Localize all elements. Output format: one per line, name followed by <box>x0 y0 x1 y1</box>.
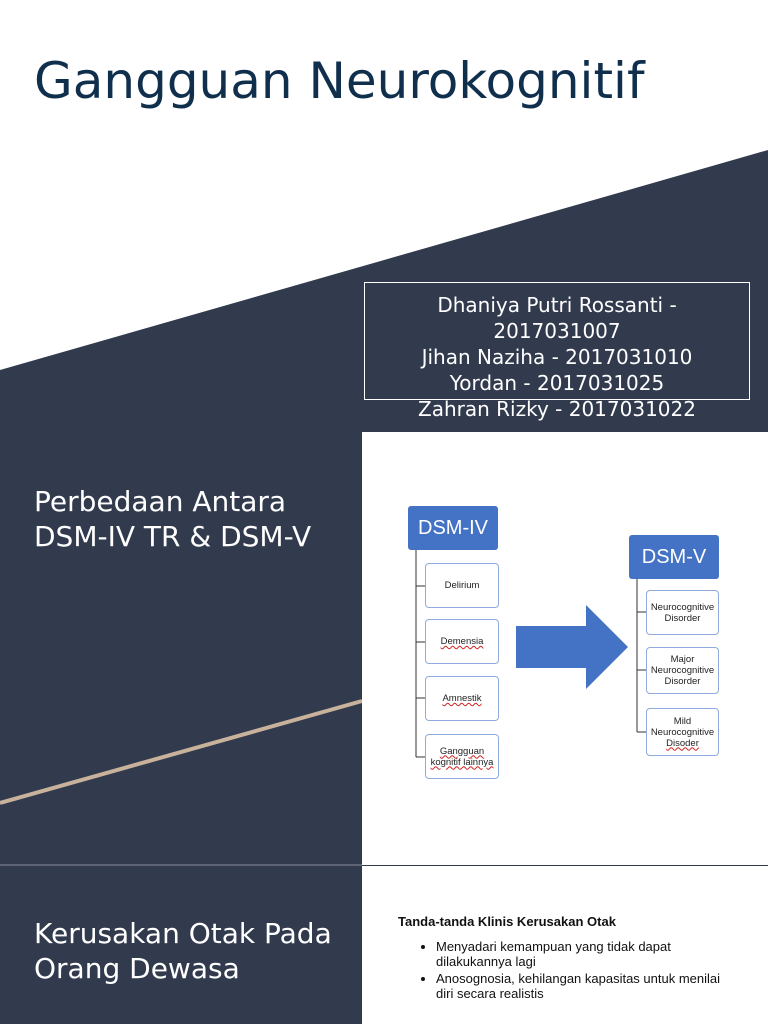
clinical-signs: Tanda-tanda Klinis Kerusakan Otak Menyad… <box>398 914 728 1003</box>
dsm-v-item: Mild Neurocognitive Disoder <box>646 708 719 756</box>
authors-box: Dhaniya Putri Rossanti - 2017031007 Jiha… <box>364 282 750 421</box>
dsm-v-item: Major Neurocognitive Disorder <box>646 647 719 694</box>
dsm-iv-item: Gangguan kognitif lainnya <box>425 734 499 779</box>
dsm-v-header: DSM-V <box>629 535 719 579</box>
list-item: Anosognosia, kehilangan kapasitas untuk … <box>436 971 728 1001</box>
slide-title: Gangguan Neurokognitif <box>34 52 645 110</box>
author-line: 2017031007 <box>493 319 621 343</box>
author-line: Yordan - 2017031025 <box>449 371 665 395</box>
section-title-dsm: Perbedaan Antara DSM-IV TR & DSM-V <box>34 485 312 553</box>
clinical-signs-panel <box>362 866 768 1024</box>
author-line: Jihan Naziha - 2017031010 <box>421 345 693 369</box>
decorative-diagonal-line <box>0 699 363 805</box>
clinical-signs-heading: Tanda-tanda Klinis Kerusakan Otak <box>398 914 616 929</box>
dsm-iv-item: Delirium <box>425 563 499 608</box>
section-title-brain-damage: Kerusakan Otak Pada Orang Dewasa <box>34 917 332 985</box>
dsm-iv-item: Demensia <box>425 619 499 664</box>
author-line: Dhaniya Putri Rossanti - <box>437 293 677 317</box>
right-arrow-icon <box>516 605 628 689</box>
dsm-iv-header: DSM-IV <box>408 506 498 550</box>
list-item: Menyadari kemampuan yang tidak dapat dil… <box>436 939 728 969</box>
author-line: Zahran Rizky - 2017031022 <box>418 397 696 421</box>
dsm-iv-item: Amnestik <box>425 676 499 721</box>
dsm-v-item: Neurocognitive Disorder <box>646 590 719 635</box>
clinical-signs-list: Menyadari kemampuan yang tidak dapat dil… <box>398 939 728 1001</box>
